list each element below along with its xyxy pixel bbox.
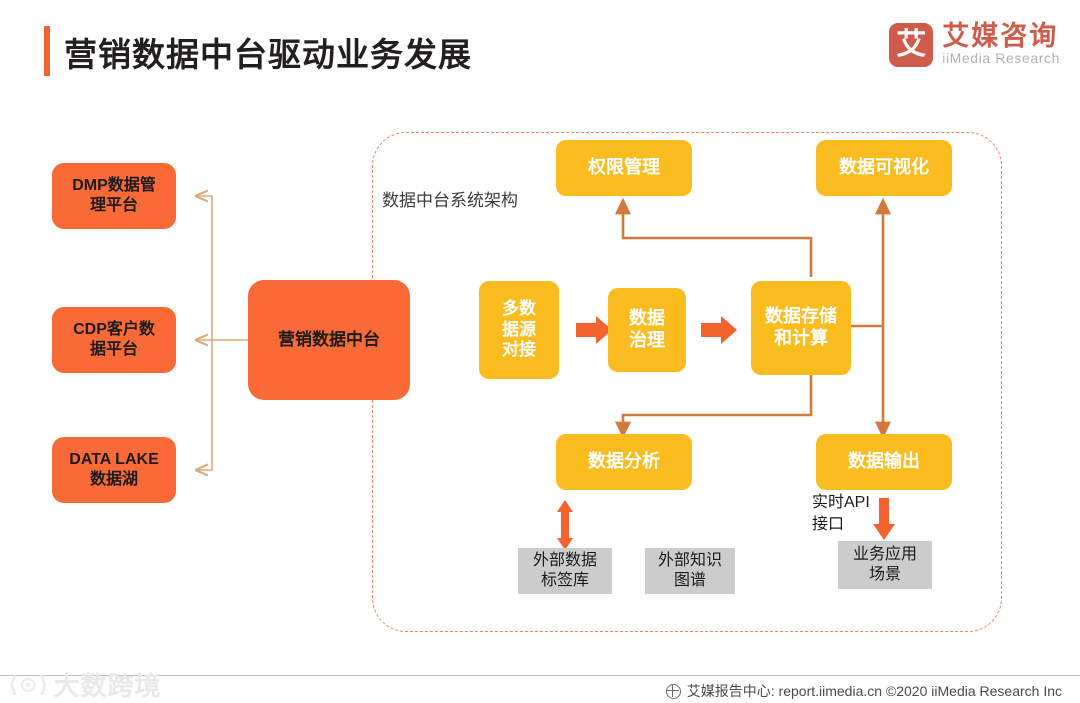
- pipeline-box-multi-source-line1: 多数: [502, 298, 536, 318]
- left-box-datalake[interactable]: DATA LAKE 数据湖: [52, 437, 176, 503]
- left-box-cdp-line1: CDP客户数: [73, 321, 155, 339]
- gray-box-external-knowledge-graph-line1: 外部知识: [657, 552, 722, 570]
- left-box-dmp-line1: DMP数据管: [72, 177, 156, 195]
- top-box-permission-management[interactable]: 权限管理: [556, 140, 692, 196]
- pipeline-box-multi-source[interactable]: 多数 据源 对接: [479, 281, 559, 379]
- gray-box-business-scenarios-line1: 业务应用: [852, 546, 917, 564]
- center-box-label: 营销数据中台: [278, 329, 380, 349]
- bottom-box-data-analysis[interactable]: 数据分析: [556, 434, 692, 490]
- logo-text: 艾媒咨询 iiMedia Research: [942, 22, 1060, 68]
- logo-mark-icon: 艾: [889, 22, 934, 67]
- top-box-permission-management-label: 权限管理: [588, 157, 660, 178]
- logo-title-cn: 艾媒咨询: [942, 21, 1059, 51]
- pipeline-box-storage-compute[interactable]: 数据存储 和计算: [751, 281, 851, 375]
- bottom-box-data-output-label: 数据输出: [848, 451, 920, 472]
- pipeline-box-governance[interactable]: 数据 治理: [608, 288, 686, 372]
- bottom-box-data-output[interactable]: 数据输出: [816, 434, 952, 490]
- left-box-dmp[interactable]: DMP数据管 理平台: [52, 163, 176, 229]
- page-title: 营销数据中台驱动业务发展: [64, 36, 472, 73]
- pipeline-box-storage-compute-line2: 和计算: [774, 328, 828, 348]
- top-box-data-visualization-label: 数据可视化: [839, 157, 929, 178]
- title-accent-bar: [44, 26, 50, 76]
- footer-text: 艾媒报告中心: report.iimedia.cn ©2020 iiMedia …: [686, 683, 1062, 699]
- globe-icon: [665, 683, 681, 699]
- footer: 艾媒报告中心: report.iimedia.cn ©2020 iiMedia …: [665, 681, 1062, 701]
- left-box-datalake-line2: 数据湖: [89, 471, 138, 488]
- gray-box-external-data-tags[interactable]: 外部数据 标签库: [518, 548, 612, 594]
- top-box-data-visualization[interactable]: 数据可视化: [816, 140, 952, 196]
- gray-box-business-scenarios-line2: 场景: [868, 566, 901, 583]
- pipeline-box-governance-line1: 数据: [629, 308, 665, 329]
- realtime-api-label: 实时API 接口: [812, 492, 870, 535]
- watermark: ⟨⊙⟩ 大数跨境: [8, 666, 162, 703]
- iimedia-logo: 艾 艾媒咨询 iiMedia Research: [889, 22, 1060, 68]
- realtime-api-label-line1: 实时API: [812, 494, 870, 511]
- pipeline-box-multi-source-line2: 据源: [502, 319, 536, 339]
- realtime-api-label-line2: 接口: [812, 515, 845, 533]
- center-box-marketing-data-midend[interactable]: 营销数据中台: [248, 280, 410, 400]
- footer-divider: [0, 675, 1080, 676]
- architecture-zone-label: 数据中台系统架构: [382, 191, 518, 210]
- left-box-cdp-line2: 据平台: [89, 341, 138, 358]
- gray-box-external-data-tags-line2: 标签库: [540, 572, 589, 589]
- watermark-text: 大数跨境: [53, 671, 162, 701]
- pipeline-box-governance-line2: 治理: [629, 330, 665, 350]
- watermark-glyph-icon: ⟨⊙⟩: [8, 671, 50, 697]
- logo-title-en: iiMedia Research: [942, 50, 1060, 67]
- bottom-box-data-analysis-label: 数据分析: [588, 451, 660, 472]
- gray-box-business-scenarios[interactable]: 业务应用 场景: [838, 541, 932, 589]
- left-box-cdp[interactable]: CDP客户数 据平台: [52, 307, 176, 373]
- pipeline-box-storage-compute-line1: 数据存储: [765, 306, 837, 327]
- left-box-datalake-line1: DATA LAKE: [69, 451, 159, 469]
- gray-box-external-data-tags-line1: 外部数据: [532, 552, 597, 570]
- gray-box-external-knowledge-graph-line2: 图谱: [673, 572, 706, 589]
- left-box-dmp-line2: 理平台: [89, 197, 138, 214]
- pipeline-box-multi-source-line3: 对接: [502, 340, 536, 360]
- gray-box-external-knowledge-graph[interactable]: 外部知识 图谱: [645, 548, 735, 594]
